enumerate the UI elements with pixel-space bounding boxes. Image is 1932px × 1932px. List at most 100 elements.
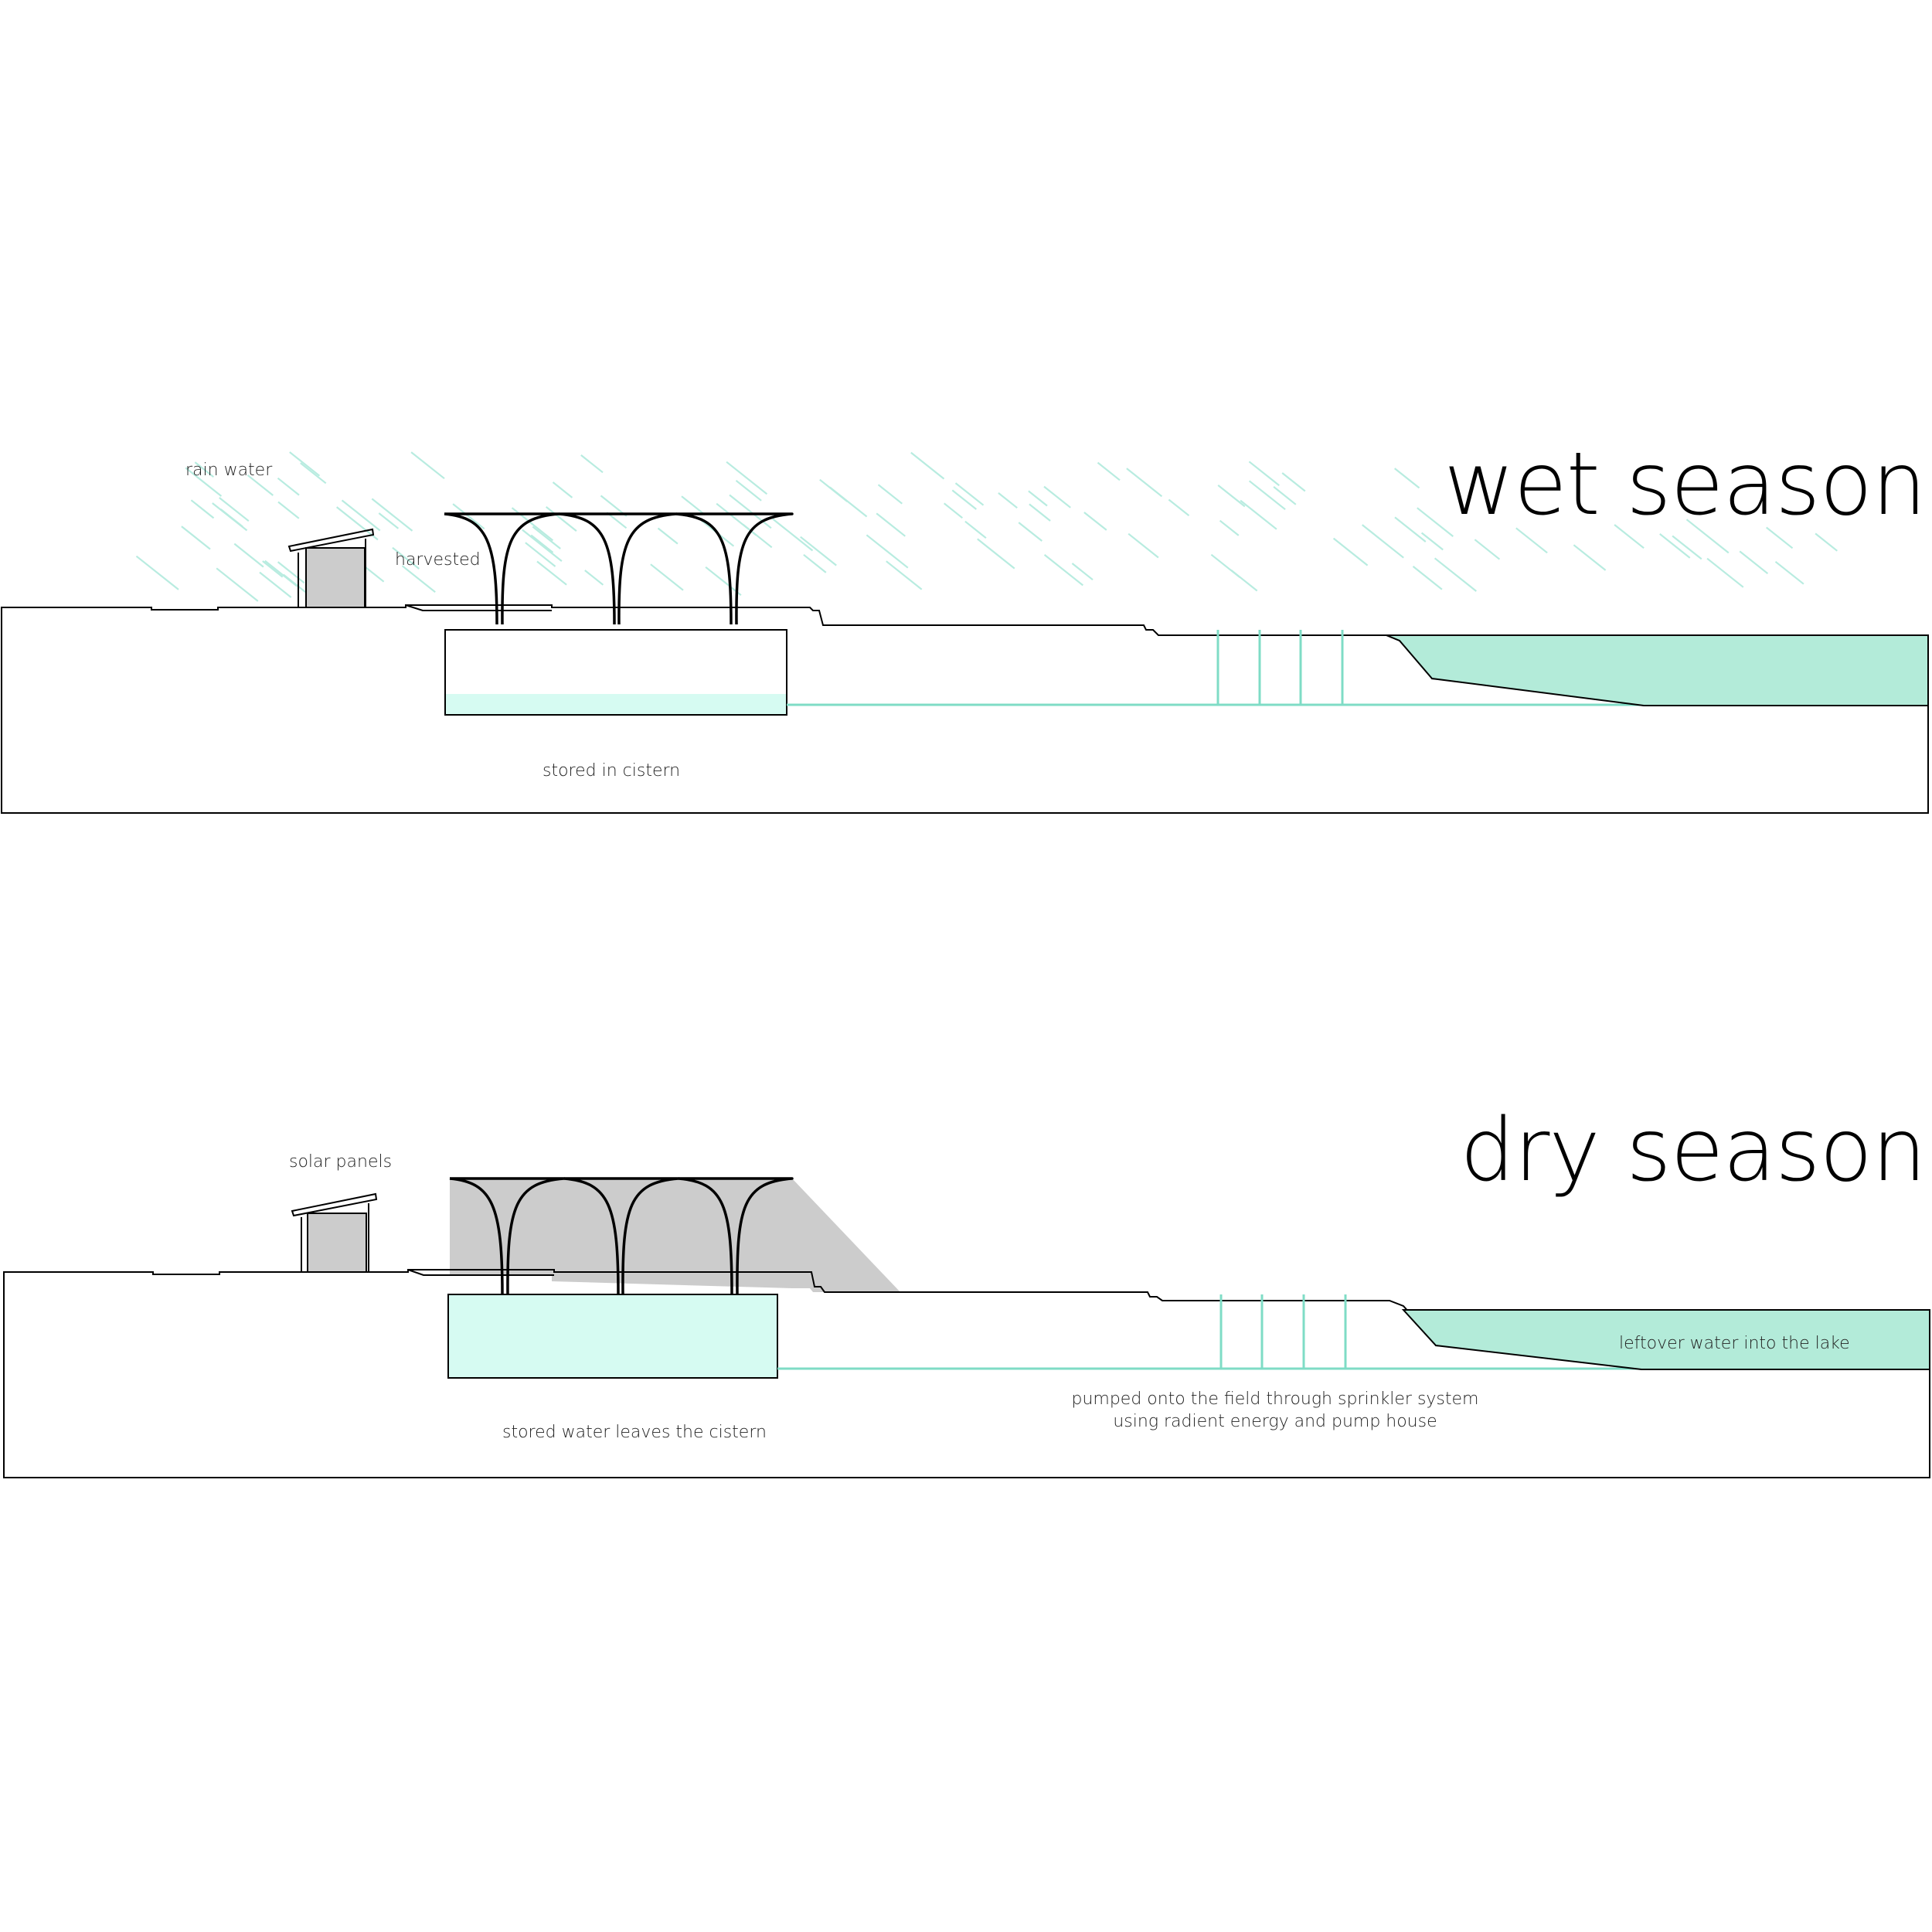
rain-streak-icon — [181, 526, 211, 550]
rain-streak-icon — [650, 563, 684, 591]
canopy-tree-icon — [678, 1177, 794, 1295]
rain-streak-icon — [552, 481, 573, 498]
rain-streak-icon — [259, 571, 292, 598]
rain-streak-icon — [910, 451, 945, 480]
solar-panels-label: solar panels — [289, 1152, 392, 1172]
rain-streak-icon — [341, 499, 381, 532]
rain-streak-icon — [681, 495, 706, 515]
rain-streak-icon — [277, 561, 305, 584]
rain-streak-icon — [584, 570, 604, 586]
rain-streak-icon — [726, 461, 768, 495]
rain-streak-icon — [705, 566, 742, 597]
rain-streak-icon — [1815, 532, 1838, 552]
wet-canopy-trees — [444, 512, 794, 625]
rain-streak-icon — [1394, 468, 1420, 489]
rain-streak-icon — [819, 478, 849, 502]
rain-streak-icon — [277, 477, 300, 496]
rain-streak-icon — [1219, 519, 1240, 536]
rain-streak-icon — [886, 560, 923, 590]
dry-season-title: dry season — [1460, 1100, 1926, 1201]
wet-cistern — [444, 629, 787, 716]
rain-streak-icon — [247, 474, 274, 496]
rain-streak-icon — [525, 542, 556, 567]
rain-streak-icon — [876, 512, 906, 537]
rain-streak-icon — [233, 543, 264, 568]
rain-streak-icon — [800, 536, 837, 566]
wet-cistern-label: stored in cistern — [543, 761, 680, 781]
dry-cistern — [447, 1294, 778, 1379]
rain-streak-icon — [1739, 550, 1769, 575]
canopy-tree-icon — [449, 1177, 566, 1295]
dry-ground-outline — [3, 1269, 1930, 1478]
rain-streak-icon — [1043, 554, 1083, 587]
rain-streak-icon — [1248, 461, 1280, 487]
dry-cistern-label: stored water leaves the cistern — [502, 1423, 767, 1442]
pump-label-line2: using radient energy and pump house — [1113, 1412, 1437, 1431]
rain-streak-icon — [410, 451, 445, 480]
rain-streak-icon — [1029, 503, 1051, 522]
rain-streak-icon — [1573, 544, 1607, 571]
rain-streak-icon — [1273, 486, 1297, 505]
rain-streak-icon — [1281, 472, 1306, 492]
rain-streak-icon — [216, 567, 259, 602]
rain-streak-icon — [1766, 526, 1794, 549]
rain-streak-icon — [1417, 507, 1454, 537]
canopy-tree-icon — [675, 512, 794, 625]
rain-streak-icon — [1083, 512, 1107, 531]
rain-streak-icon — [1515, 527, 1548, 554]
rain-streak-icon — [1614, 524, 1645, 549]
dry-sprinkler-posts — [1219, 1294, 1347, 1369]
rain-streak-icon — [392, 546, 420, 570]
rain-streak-icon — [1394, 516, 1427, 543]
rain-streak-icon — [866, 534, 909, 569]
rain-streak-icon — [401, 565, 436, 594]
rain-streak-icon — [185, 467, 223, 497]
rain-streak-icon — [1706, 557, 1744, 588]
rain-streak-icon — [954, 482, 985, 506]
rain-streak-icon — [1071, 563, 1094, 581]
lake-label: leftover water into the lake — [1619, 1334, 1850, 1353]
rain-streak-icon — [977, 538, 1015, 570]
rain-streak-icon — [944, 502, 963, 519]
rain-streak-icon — [772, 518, 814, 552]
rain-streak-icon — [220, 509, 243, 528]
rain-streak-icon — [219, 497, 250, 522]
rain-streak-icon — [735, 479, 762, 502]
rain-streak-icon — [1362, 524, 1404, 559]
rain-streak-icon — [194, 461, 214, 478]
rain-streak-icon — [277, 501, 300, 519]
rain-streak-icon — [1672, 535, 1702, 560]
rain-streak-icon — [998, 492, 1018, 509]
rain-streak-icon — [716, 502, 757, 536]
rain-streak-icon — [190, 499, 215, 519]
wet-lake — [1386, 634, 1929, 706]
rain-water-label: rain water — [185, 461, 273, 480]
rain-streak-icon — [803, 553, 827, 573]
wet-cistern-water — [445, 694, 787, 715]
dry-lake — [1401, 1309, 1930, 1370]
harvested-label: harvested — [395, 550, 481, 570]
rain-streak-icon — [300, 462, 327, 485]
pump-label-line1: pumped onto the field through sprinkler … — [1071, 1389, 1478, 1409]
canopy-tree-icon — [558, 512, 678, 625]
dry-ramp — [407, 1269, 554, 1276]
rain-streak-icon — [1434, 557, 1477, 592]
rain-streak-icon — [1028, 490, 1048, 507]
wet-season-panel: wet season rain water harvested stored i… — [1, 434, 1929, 814]
rain-streak-icon — [657, 527, 679, 545]
rain-streak-icon — [1217, 485, 1246, 508]
rain-streak-icon — [964, 520, 987, 539]
rain-streak-icon — [1126, 468, 1163, 498]
canopy-tree-icon — [444, 512, 560, 625]
rain-streak-icon — [1128, 532, 1159, 559]
dry-shade-area — [450, 1179, 900, 1292]
rain-streak-icon — [536, 560, 567, 586]
solar-panel-icon — [287, 528, 375, 553]
dry-season-panel: dry season solar panels stored water lea… — [3, 1100, 1930, 1478]
wet-sprinkler-posts — [1216, 630, 1344, 705]
rain-streak-icon — [371, 498, 413, 532]
rain-streak-icon — [452, 503, 485, 530]
rain-streak-icon — [877, 484, 903, 505]
wet-ramp — [405, 604, 552, 611]
